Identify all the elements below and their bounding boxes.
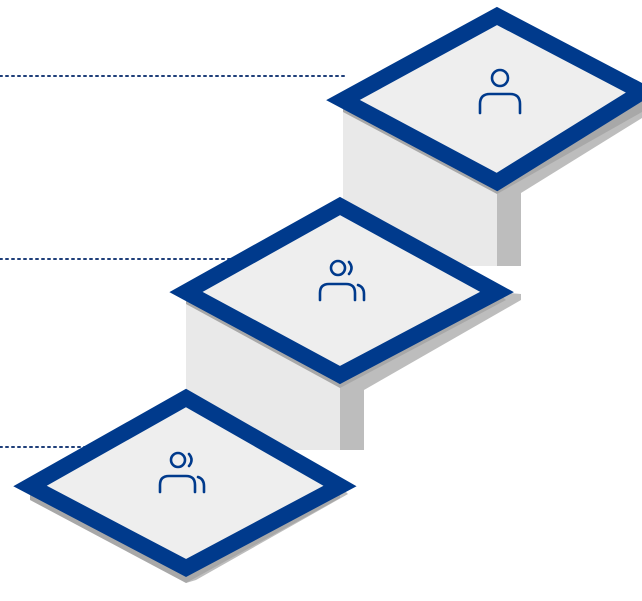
side-shadow-middle xyxy=(340,292,521,450)
users-icon xyxy=(158,451,206,494)
step-middle xyxy=(169,196,521,450)
user-icon xyxy=(478,68,522,115)
step-top xyxy=(326,6,642,266)
leader-lines xyxy=(0,75,349,448)
tile-bottom xyxy=(13,388,357,578)
users-icon xyxy=(318,259,366,302)
tile-top xyxy=(326,6,642,192)
step-bottom xyxy=(13,388,357,583)
riser-middle xyxy=(186,292,340,450)
tile-middle xyxy=(169,196,514,385)
